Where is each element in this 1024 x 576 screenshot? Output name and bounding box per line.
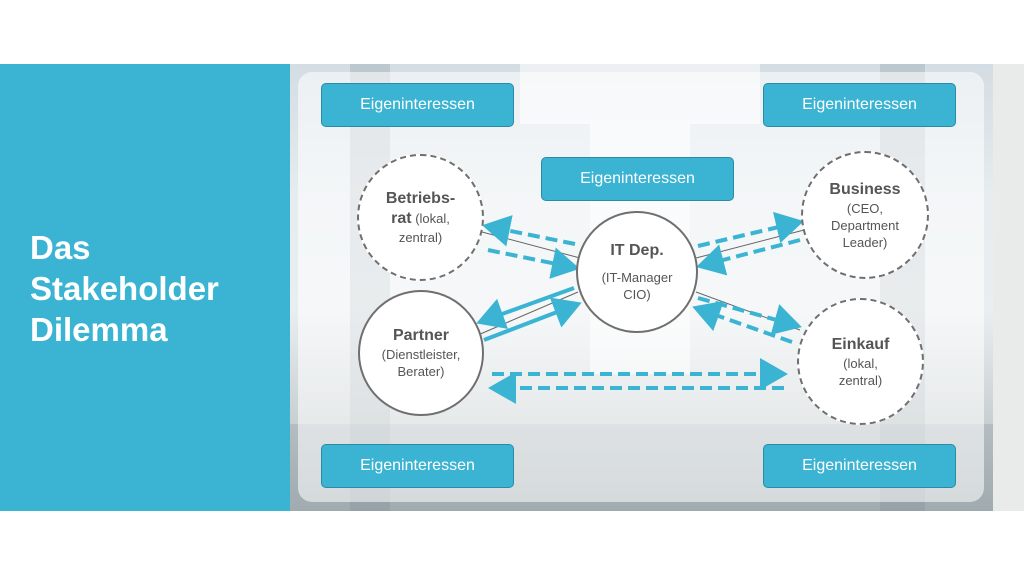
node-betriebsrat: Betriebs- rat (lokal, zentral) — [357, 154, 484, 281]
node-partner: Partner (Dienstleister, Berater) — [358, 290, 484, 416]
solid-arrow — [476, 286, 575, 329]
node-einkauf: Einkauf (lokal, zentral) — [797, 298, 924, 425]
label-bottom-left: Eigeninteressen — [321, 444, 514, 488]
dashed-arrow — [482, 215, 576, 247]
solid-arrow — [483, 297, 582, 342]
dashed-arrow — [487, 247, 580, 279]
label-center: Eigeninteressen — [541, 157, 734, 201]
label-bottom-right: Eigeninteressen — [763, 444, 956, 488]
dashed-arrow — [697, 211, 804, 248]
connector-line — [695, 229, 805, 259]
node-it-dep: IT Dep. (IT-Manager CIO) — [576, 211, 698, 333]
label-top-left: Eigeninteressen — [321, 83, 514, 127]
edge-strip — [993, 64, 1024, 511]
slide-title: Das Stakeholder Dilemma — [30, 229, 219, 348]
label-top-right: Eigeninteressen — [763, 83, 956, 127]
dashed-arrow — [697, 296, 802, 335]
title-panel — [0, 64, 290, 511]
node-business: Business (CEO, Department Leader) — [801, 151, 929, 279]
dashed-arrow — [692, 300, 793, 344]
connector-line — [477, 291, 579, 336]
